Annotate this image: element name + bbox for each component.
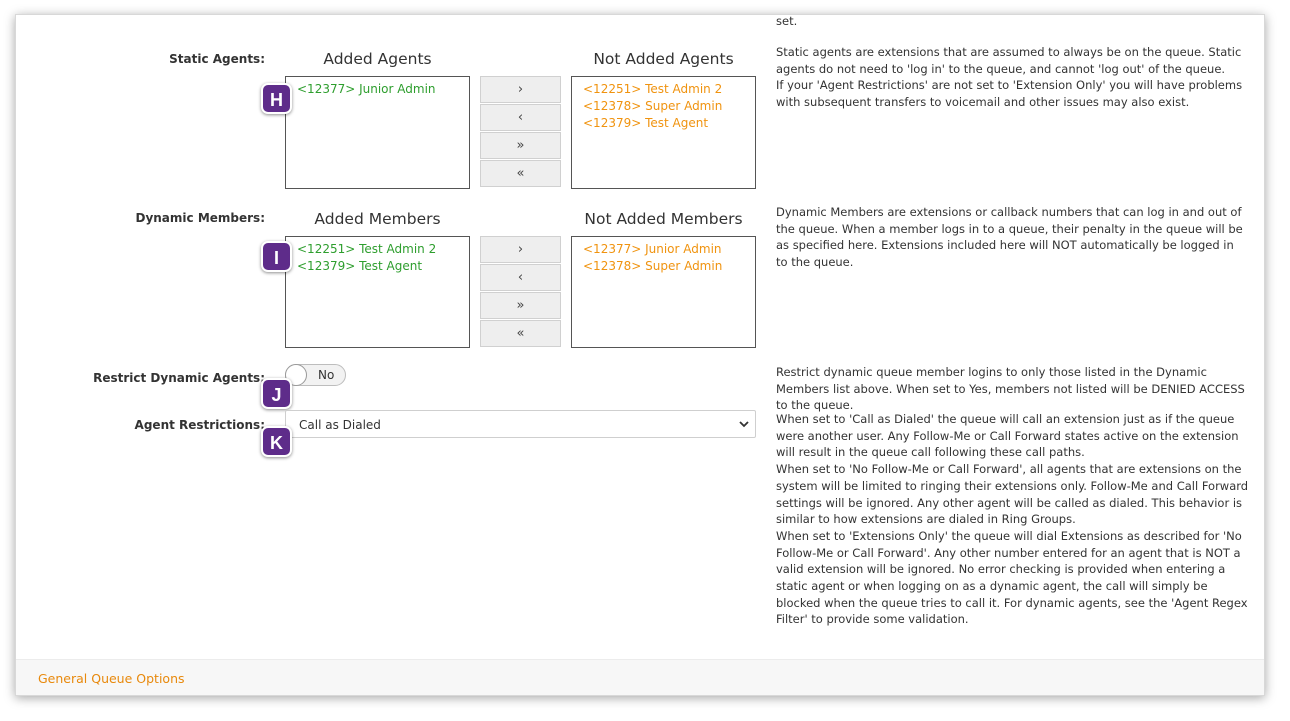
static-agents-help: Static agents are extensions that are as… — [776, 44, 1246, 111]
callout-badge-k: K — [261, 426, 292, 457]
selected-option: Call as Dialed — [299, 418, 381, 432]
remove-selected-button[interactable]: ‹ — [480, 104, 561, 131]
help-text: Static agents are extensions that are as… — [776, 45, 1242, 76]
toggle-state-label: No — [318, 368, 335, 382]
chevron-down-icon — [739, 421, 749, 428]
restrict-dynamic-agents-label: Restrict Dynamic Agents: — [93, 371, 265, 385]
list-item[interactable]: <12379> Test Agent — [297, 259, 423, 273]
agent-restrictions-label: Agent Restrictions: — [134, 418, 265, 432]
add-all-button[interactable]: » — [480, 292, 561, 319]
list-item[interactable]: <12251> Test Admin 2 — [583, 82, 723, 96]
static-agents-move-buttons: › ‹ » « — [480, 76, 561, 188]
not-added-members-listbox[interactable]: <12377> Junior Admin <12378> Super Admin — [571, 236, 756, 348]
restrict-dynamic-agents-toggle[interactable]: No — [285, 364, 346, 386]
add-selected-button[interactable]: › — [480, 76, 561, 103]
help-text: set. — [776, 14, 798, 28]
callout-badge-j: J — [261, 378, 292, 409]
list-item[interactable]: <12378> Super Admin — [583, 259, 723, 273]
help-text: When set to 'No Follow-Me or Call Forwar… — [776, 462, 1249, 527]
restrict-dynamic-agents-help: Restrict dynamic queue member logins to … — [776, 364, 1246, 414]
list-item[interactable]: <12377> Junior Admin — [297, 82, 436, 96]
added-agents-listbox[interactable]: <12377> Junior Admin — [285, 76, 470, 189]
remove-all-button[interactable]: « — [480, 160, 561, 187]
agent-restrictions-select[interactable]: Call as Dialed — [285, 410, 756, 438]
agent-restrictions-help: When set to 'Call as Dialed' the queue w… — [776, 411, 1250, 628]
previous-help-fragment: set. — [776, 13, 1246, 30]
help-text: Dynamic Members are extensions or callba… — [776, 205, 1243, 270]
add-selected-button[interactable]: › — [480, 236, 561, 263]
general-queue-options-link[interactable]: General Queue Options — [38, 671, 185, 686]
callout-badge-h: H — [261, 83, 292, 114]
remove-all-button[interactable]: « — [480, 320, 561, 347]
add-all-button[interactable]: » — [480, 132, 561, 159]
callout-badge-i: I — [261, 241, 292, 272]
dynamic-members-label: Dynamic Members: — [135, 211, 265, 225]
dynamic-members-help: Dynamic Members are extensions or callba… — [776, 204, 1246, 271]
added-members-title: Added Members — [314, 210, 441, 228]
help-text: When set to 'Extensions Only' the queue … — [776, 528, 1248, 627]
list-item[interactable]: <12251> Test Admin 2 — [297, 242, 437, 256]
section-footer: General Queue Options — [16, 659, 1264, 695]
help-text: When set to 'Call as Dialed' the queue w… — [776, 412, 1239, 460]
help-text: If your 'Agent Restrictions' are not set… — [776, 78, 1243, 110]
help-text: Restrict dynamic queue member logins to … — [776, 365, 1245, 413]
not-added-agents-title: Not Added Agents — [593, 50, 734, 68]
not-added-members-title: Not Added Members — [584, 210, 743, 228]
list-item[interactable]: <12378> Super Admin — [583, 99, 723, 113]
remove-selected-button[interactable]: ‹ — [480, 264, 561, 291]
list-item[interactable]: <12379> Test Agent — [583, 116, 709, 130]
dynamic-members-move-buttons: › ‹ » « — [480, 236, 561, 348]
added-members-listbox[interactable]: <12251> Test Admin 2 <12379> Test Agent — [285, 236, 470, 348]
not-added-agents-listbox[interactable]: <12251> Test Admin 2 <12378> Super Admin… — [571, 76, 756, 189]
added-agents-title: Added Agents — [323, 50, 432, 68]
static-agents-label: Static Agents: — [169, 52, 265, 66]
list-item[interactable]: <12377> Junior Admin — [583, 242, 722, 256]
